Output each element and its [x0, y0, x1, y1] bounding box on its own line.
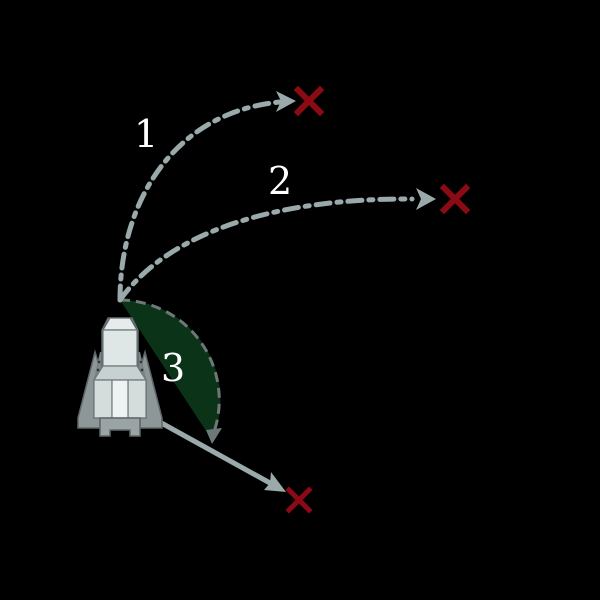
path-2-label: 2	[268, 159, 292, 203]
path-3-label: 3	[161, 346, 185, 390]
trajectory-3	[153, 417, 273, 486]
rotation-arc	[119, 298, 221, 433]
target-1-x-mark-icon	[293, 85, 325, 117]
target-3-x-mark-icon	[285, 486, 313, 514]
target-2-x-mark-icon	[439, 183, 471, 215]
trajectory-1	[117, 99, 283, 303]
spaceship-icon	[77, 317, 163, 437]
trajectory-3-arrowhead	[264, 472, 286, 492]
rotation-arrowhead	[206, 428, 222, 444]
trajectory-2-arrowhead	[416, 188, 436, 210]
path-1-label: 1	[134, 112, 158, 156]
trajectory-1-arrowhead	[276, 91, 296, 112]
trajectory-2	[117, 196, 415, 303]
